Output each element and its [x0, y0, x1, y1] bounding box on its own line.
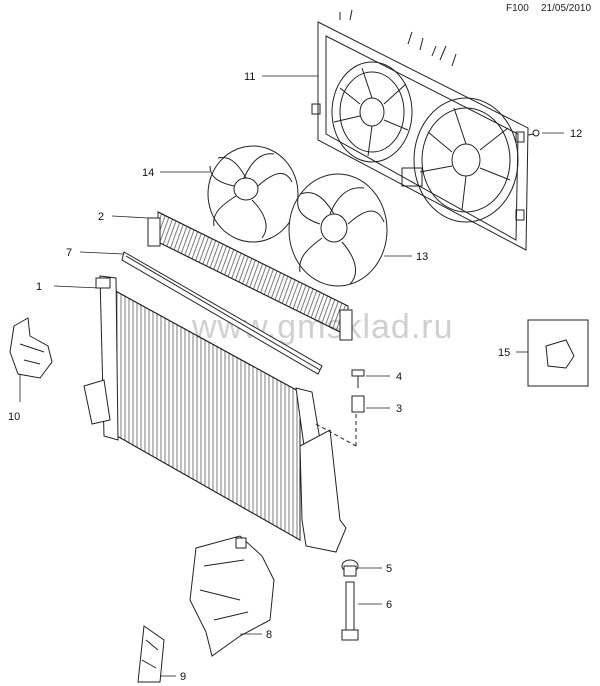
callout-11: 11	[244, 71, 255, 83]
bolt-6	[341, 581, 359, 641]
callout-8: 8	[266, 629, 272, 641]
bracket-10	[9, 317, 53, 379]
callout-7: 7	[66, 247, 72, 259]
callout-6: 6	[386, 599, 392, 611]
deflector-9	[137, 625, 165, 683]
nut-5	[341, 559, 359, 577]
leader-lines	[19, 75, 564, 677]
callout-10: 10	[8, 411, 20, 423]
callout-14: 14	[142, 167, 154, 179]
clip-3	[351, 395, 365, 413]
condenser	[147, 211, 353, 341]
dashed-leader	[315, 423, 357, 447]
radiator	[83, 275, 347, 553]
fan-14	[207, 145, 299, 243]
callout-12: 12	[570, 128, 582, 140]
bracket-8	[189, 535, 275, 657]
fan-shroud	[311, 9, 529, 251]
callout-4: 4	[396, 371, 402, 383]
callout-1: 1	[36, 281, 42, 293]
fan-13	[288, 173, 388, 287]
callout-5: 5	[386, 563, 392, 575]
callout-9: 9	[180, 671, 186, 683]
callout-13: 13	[416, 251, 428, 263]
page-date: 21/05/2010	[541, 3, 592, 14]
callout-15: 15	[498, 347, 510, 359]
seal-strip	[121, 251, 323, 375]
page-code: F100	[506, 3, 529, 14]
bolt-12	[527, 129, 540, 137]
part-15-box	[527, 319, 589, 387]
callout-3: 3	[396, 403, 402, 415]
callout-2: 2	[98, 211, 104, 223]
screw-4	[351, 369, 365, 388]
